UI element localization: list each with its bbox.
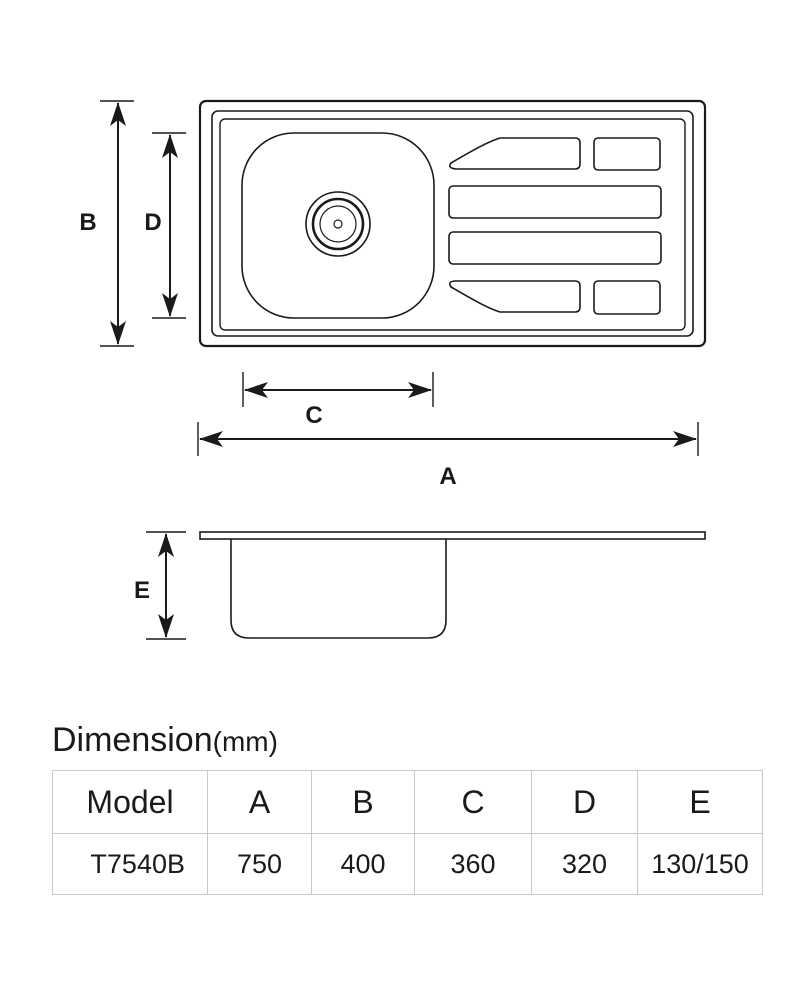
dimension-c-label: C: [305, 402, 322, 429]
cell-b: 400: [311, 833, 415, 895]
cell-model: T7540B: [52, 833, 208, 895]
sink-bowl: [241, 132, 435, 319]
header-b: B: [311, 770, 415, 834]
drainboard-rib-long-1: [448, 185, 662, 219]
drainboard-rib-bottom-short: [593, 280, 661, 315]
dimension-lines: [100, 100, 699, 640]
sink-outer-rim: [198, 99, 707, 348]
dimension-b-label: B: [79, 209, 96, 236]
dimension-e-label: E: [134, 577, 150, 604]
table-header-row: Model A B C D E: [52, 770, 763, 834]
dimension-a-label: A: [439, 463, 456, 490]
cell-a: 750: [207, 833, 312, 895]
drainboard-rib-long-2: [448, 231, 662, 265]
header-d: D: [531, 770, 638, 834]
header-c: C: [414, 770, 532, 834]
drainboard-rib-top-short: [593, 137, 661, 171]
dimension-d-label: D: [144, 209, 161, 236]
sink-tray-border: [219, 118, 686, 331]
sink-side-view: [199, 531, 706, 639]
side-view-top-plate: [199, 531, 706, 540]
sink-technical-drawing: B D C A E: [79, 99, 707, 640]
drainboard-rib-bottom-tapered: [449, 280, 581, 313]
dimension-unit: (mm): [212, 726, 278, 757]
sink-top-view: [198, 99, 707, 348]
drainboard-rib-top-tapered: [449, 137, 581, 170]
table-row: T7540B 750 400 360 320 130/150: [52, 833, 763, 895]
dimension-table: Model A B C D E T7540B 750 400 360 320 1…: [52, 770, 763, 895]
dimension-title: Dimension: [52, 721, 213, 759]
cell-e: 130/150: [637, 833, 763, 895]
sink-inner-rim: [211, 110, 694, 337]
header-e: E: [637, 770, 763, 834]
drain-icon: [305, 191, 371, 257]
cell-c: 360: [414, 833, 532, 895]
cell-d: 320: [531, 833, 638, 895]
dimension-heading: Dimension(mm): [52, 718, 278, 764]
header-a: A: [207, 770, 312, 834]
header-model: Model: [52, 770, 208, 834]
side-view-bowl: [230, 539, 447, 639]
